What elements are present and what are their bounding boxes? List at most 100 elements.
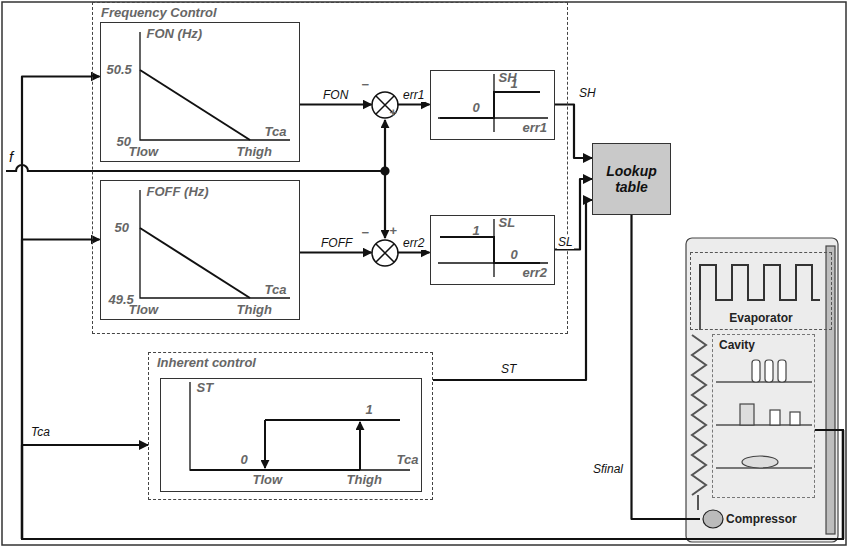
control-group: Inherent controlST 1 0Tlow Thigh Tca — [148, 352, 433, 500]
refrigerator — [752, 360, 760, 382]
axis-label: 0 — [511, 248, 518, 262]
refrigerator — [700, 265, 820, 300]
plot-axes — [190, 469, 360, 471]
plot-axes — [264, 420, 266, 468]
refrigerator — [698, 300, 700, 510]
plot-box: FOFF (Hz)5049.5TlowThighTca — [100, 180, 300, 320]
axis-label: Thigh — [237, 303, 272, 317]
axis-label: 50 — [115, 221, 129, 235]
box-label: Cavity — [719, 338, 808, 352]
refrigerator — [716, 382, 812, 468]
axis-label: 0 — [241, 453, 248, 467]
plot-axes — [140, 32, 290, 140]
input-wire — [384, 120, 386, 171]
axis-label: + — [390, 224, 398, 238]
connector — [555, 105, 593, 159]
plot-axes — [359, 422, 361, 470]
connector — [300, 103, 372, 105]
region-box: Cavity — [712, 334, 815, 498]
axis-label: 1 — [511, 77, 518, 91]
plot-axes — [265, 419, 400, 421]
plot-axes — [190, 382, 410, 470]
summing-junction: −+ — [372, 92, 398, 118]
axis-label: Tca — [265, 283, 287, 297]
summing-junction-symbol — [372, 92, 398, 266]
box-label: Evaporator — [729, 311, 792, 325]
axis-label: err1 — [523, 121, 548, 135]
signal-label: err1 — [402, 88, 425, 102]
axis-label: FOFF (Hz) — [147, 185, 209, 199]
axis-label: 1 — [473, 224, 480, 238]
axis-label: Tlow — [129, 303, 159, 317]
plot-box: FON (Hz)50.550TlowThighTca — [100, 22, 300, 162]
axis-label: Inherent control — [157, 356, 256, 370]
signal-label: FON — [322, 88, 349, 102]
axis-label: err2 — [523, 266, 548, 280]
axis-label: 0 — [473, 101, 480, 115]
plot-axes — [140, 32, 548, 470]
refrigerator — [703, 510, 723, 528]
axis-label: Frequency Control — [101, 6, 217, 20]
step-box: SL 1 0 err2 — [430, 215, 555, 285]
hysteresis-box: ST 1 0Tlow Thigh Tca — [160, 378, 423, 492]
region-box: Evaporator — [690, 252, 832, 330]
step-box: SH10err1 — [430, 70, 555, 140]
connector — [433, 200, 592, 380]
connector — [398, 251, 430, 253]
summing-junction-symbol — [376, 244, 394, 262]
signal-label: f — [8, 150, 14, 164]
axis-label: Thigh — [237, 145, 272, 159]
input-wire — [6, 165, 385, 171]
input-wire — [384, 171, 386, 238]
axis-label: Tca — [265, 125, 287, 139]
signal-label: SH — [578, 86, 597, 100]
axis-label: − — [362, 226, 370, 240]
component-box: Compressor — [700, 504, 808, 534]
axis-label: SL — [499, 216, 516, 230]
axis-label: Thigh — [347, 473, 382, 487]
plot-axes — [140, 70, 250, 140]
refrigerator — [740, 404, 754, 425]
refrigerator — [790, 412, 800, 425]
box-label: Compressor — [726, 512, 797, 526]
signal-label: Sfinal — [592, 462, 624, 476]
refrigerator — [692, 335, 706, 495]
refrigerator — [770, 410, 780, 425]
connector — [22, 77, 843, 540]
control-group: Frequency ControlFON (Hz)50.550TlowThigh… — [92, 2, 568, 334]
axis-label: ST — [197, 381, 214, 395]
plot-axes — [140, 190, 290, 298]
axis-label: Tlow — [253, 473, 283, 487]
refrigerator — [765, 360, 773, 382]
refrigerator — [686, 238, 838, 542]
signal-label: Tca — [30, 425, 51, 439]
input-wire — [382, 168, 389, 175]
connector — [398, 103, 430, 105]
signal-label: err2 — [402, 236, 425, 250]
axis-label: 50.5 — [107, 63, 132, 77]
refrigerator — [742, 456, 778, 468]
signal-label: SL — [557, 235, 574, 249]
axis-label: FON (Hz) — [147, 27, 203, 41]
axis-label: Tlow — [129, 145, 159, 159]
plot-axes — [140, 228, 250, 298]
refrigerator — [686, 238, 838, 542]
refrigerator — [778, 360, 786, 382]
box-label: Lookup table — [593, 163, 670, 195]
axis-label: Tca — [397, 453, 419, 467]
axis-label: + — [390, 106, 398, 120]
connector — [300, 251, 372, 253]
lookup-box: Lookup table — [592, 143, 671, 215]
axis-label: − — [362, 78, 370, 92]
refrigerator — [826, 246, 835, 534]
plot-axes — [440, 237, 540, 263]
signal-label: FOFF — [320, 236, 353, 250]
summing-junction: −+ — [372, 240, 398, 266]
plot-axes — [440, 92, 540, 118]
axis-label: 1 — [366, 403, 373, 417]
